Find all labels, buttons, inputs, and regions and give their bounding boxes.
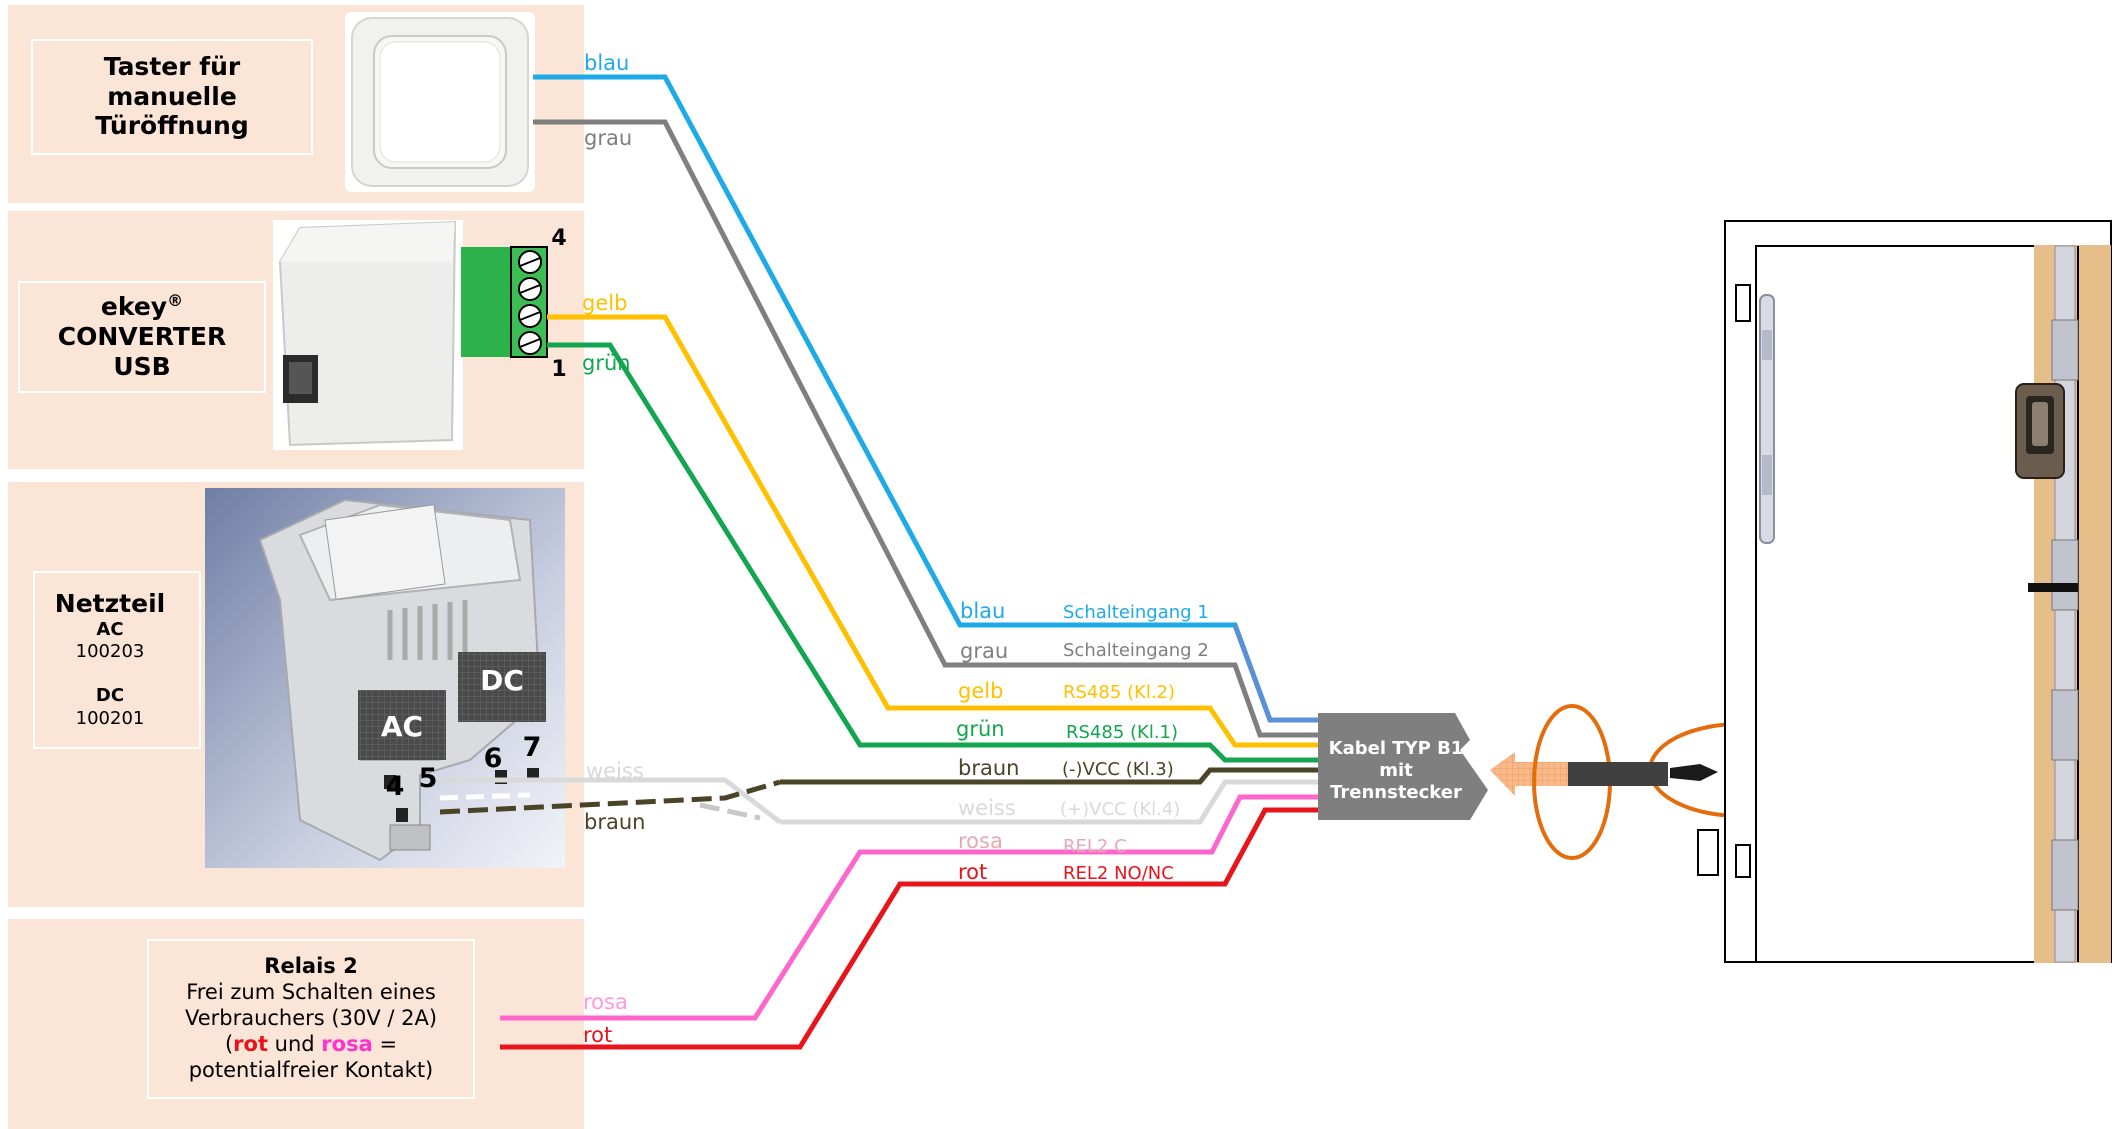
terminal-blau: Schalteingang 1: [1063, 602, 1209, 623]
wire-gelb: [547, 314, 1318, 748]
cable-line-2: mit: [1379, 760, 1413, 781]
label-rot-right: rot: [958, 860, 987, 884]
label-weiss-left: weiss: [586, 759, 644, 783]
label-weiss-right: weiss: [958, 796, 1016, 820]
wire-rosa: [500, 794, 1318, 1021]
door-lock-strip-icon: [1759, 245, 2079, 963]
power-supply-icon: [205, 488, 565, 868]
relais-paren: (: [225, 1032, 233, 1056]
taster-line-2: manuelle: [107, 82, 237, 111]
registered-mark: ®: [167, 291, 183, 310]
label-rosa-left: rosa: [583, 990, 628, 1014]
terminal-rosa: REL2 C: [1063, 836, 1127, 857]
plug-left-icon: [1670, 764, 1718, 781]
netzteil-title: Netzteil: [55, 589, 165, 618]
converter-pin-4: 4: [551, 226, 566, 251]
terminal-block-icon: [461, 246, 548, 358]
wire-braun-left: [439, 779, 781, 815]
terminal-gelb: RS485 (Kl.2): [1063, 682, 1175, 703]
psu-terminal-4: 4: [386, 771, 405, 802]
converter-device-icon: [273, 220, 463, 450]
converter-line-3: USB: [113, 352, 170, 381]
label-grau-left: grau: [584, 126, 632, 150]
cable-connector-box: [1318, 713, 1488, 820]
wire-weiss-left: [440, 777, 782, 824]
right-wire-labels: blau Schalteingang 1 grau Schalteingang …: [956, 599, 1209, 884]
wire-grau: [533, 119, 1318, 738]
psu-terminal-7: 7: [523, 732, 542, 763]
cable-line-1: Kabel TYP B1: [1329, 738, 1464, 759]
relais-rot: rot: [233, 1032, 268, 1056]
label-gelb-left: gelb: [582, 291, 627, 315]
label-gruen-left: grün: [582, 351, 631, 375]
label-gruen-right: grün: [956, 717, 1005, 741]
wire-weiss-right: [780, 779, 1318, 825]
wire-braun-dashed: [699, 802, 761, 821]
psu-terminal-6: 6: [484, 743, 503, 774]
cable-line-3: Trennstecker: [1330, 782, 1462, 803]
converter-pin-1: 1: [551, 357, 566, 382]
terminal-grau: Schalteingang 2: [1063, 640, 1209, 661]
netzteil-dc-label: DC: [96, 685, 124, 706]
label-rot-left: rot: [583, 1023, 612, 1047]
psu-dc-label: DC: [480, 664, 524, 697]
wire-rot: [500, 807, 1318, 1050]
label-blau-right: blau: [960, 599, 1005, 623]
label-braun-right: braun: [958, 756, 1019, 780]
wire-braun-right: [780, 767, 1318, 785]
wire-gruen: [547, 342, 1318, 763]
svg-text:ekey®: ekey®: [101, 291, 183, 321]
netzteil-ac-label: AC: [96, 619, 123, 640]
relais-line-4: potentialfreier Kontakt): [189, 1058, 434, 1082]
netzteil-ac-number: 100203: [76, 641, 145, 662]
relais-rosa: rosa: [321, 1032, 372, 1056]
psu-terminal-5: 5: [419, 763, 438, 794]
taster-line-1: Taster für: [104, 52, 241, 81]
converter-line-2: CONVERTER: [58, 322, 226, 351]
relais-line-1: Frei zum Schalten eines: [186, 980, 436, 1004]
label-blau-left: blau: [584, 51, 629, 75]
converter-brand: ekey: [101, 292, 167, 321]
netzteil-dc-number: 100201: [76, 708, 145, 729]
taster-line-3: Türöffnung: [95, 111, 249, 140]
label-grau-right: grau: [960, 639, 1008, 663]
cable-segment: [1568, 762, 1668, 786]
svg-text:(rot und rosa =: (rot und rosa =: [225, 1032, 397, 1056]
relais-title: Relais 2: [264, 954, 357, 978]
relais-eq: =: [373, 1032, 397, 1056]
psu-ac-label: AC: [381, 710, 423, 743]
label-braun-left: braun: [584, 810, 645, 834]
label-gelb-right: gelb: [958, 679, 1003, 703]
terminal-rot: REL2 NO/NC: [1063, 863, 1174, 884]
terminal-braun: (-)VCC (Kl.3): [1062, 759, 1174, 780]
wire-weiss-dashed: [439, 792, 531, 801]
relais-line-2: Verbrauchers (30V / 2A): [185, 1006, 437, 1030]
push-button-icon: [345, 12, 535, 192]
fingerprint-reader-icon: [2015, 383, 2065, 479]
label-rosa-right: rosa: [958, 829, 1003, 853]
left-arrow-icon: [1490, 752, 1568, 796]
terminal-gruen: RS485 (Kl.1): [1066, 722, 1178, 743]
terminal-weiss: (+)VCC (Kl.4): [1060, 799, 1180, 820]
wire-blau-end: [1232, 624, 1318, 723]
relais-und: und: [268, 1032, 321, 1056]
